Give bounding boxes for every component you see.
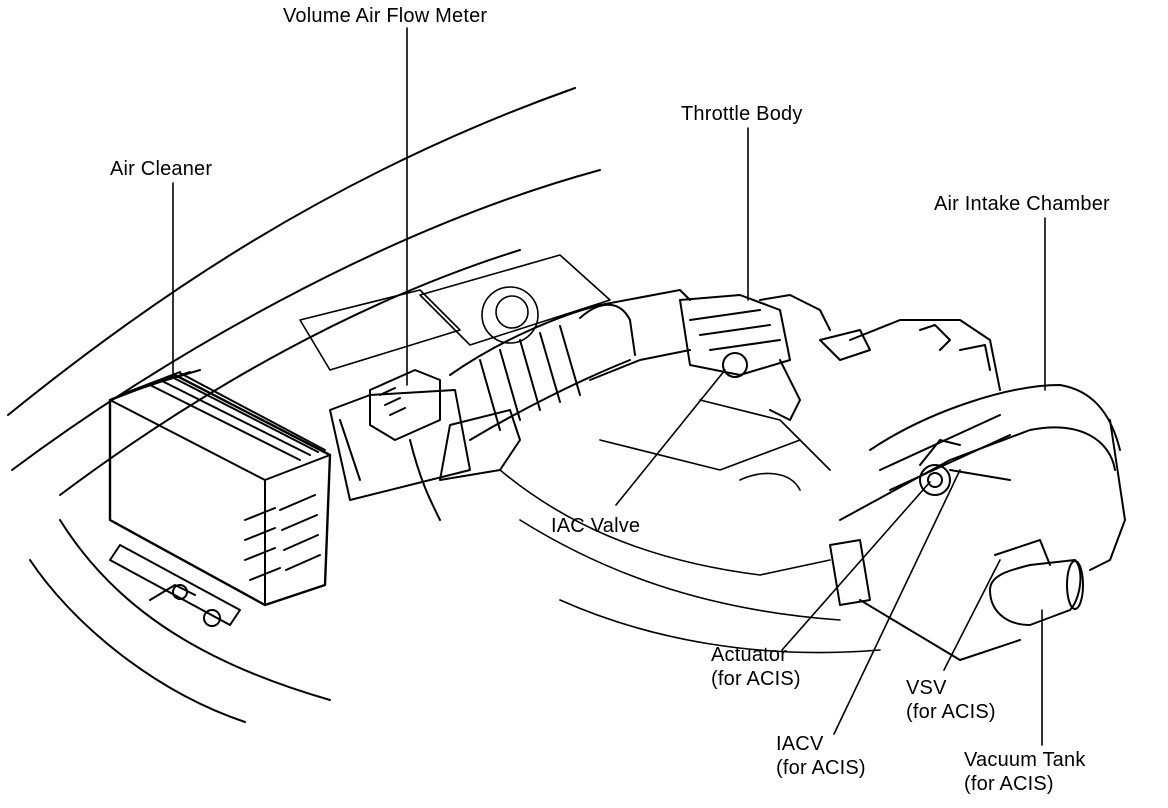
air-flow-meter-body: [369, 369, 521, 481]
label-volume-air-flow-meter: Volume Air Flow Meter: [283, 5, 488, 27]
label-vsv-line2: (for ACIS): [906, 701, 996, 723]
leader-actuator: [781, 481, 931, 651]
intake-duct: [329, 389, 471, 521]
air-cleaner-box: [108, 369, 332, 627]
label-actuator-line1: Actuator: [711, 644, 788, 666]
leader-iacv: [833, 469, 961, 735]
leader-vsv: [943, 559, 1001, 671]
label-actuator: Actuator (for ACIS): [711, 643, 801, 691]
label-vsv: VSV (for ACIS): [906, 676, 996, 724]
label-throttle-body: Throttle Body: [681, 103, 803, 125]
label-actuator-line2: (for ACIS): [711, 668, 801, 690]
leader-lines: [172, 27, 1046, 746]
label-iac-valve: IAC Valve: [551, 515, 641, 537]
label-vacuum-tank: Vacuum Tank (for ACIS): [964, 748, 1086, 796]
label-vacuum-tank-line2: (for ACIS): [964, 773, 1054, 795]
label-vacuum-tank-line1: Vacuum Tank: [964, 749, 1086, 771]
label-iacv-line1: IACV: [776, 733, 824, 755]
corrugated-hose: [449, 289, 691, 441]
throttle-body-assembly: [679, 294, 871, 421]
label-air-intake-chamber: Air Intake Chamber: [934, 193, 1110, 215]
body-contour-lines: [7, 87, 601, 723]
engine-block: [299, 254, 881, 654]
label-vsv-line1: VSV: [906, 677, 947, 699]
label-air-cleaner: Air Cleaner: [110, 158, 213, 180]
acis-components: [919, 439, 1084, 626]
label-iacv: IACV (for ACIS): [776, 732, 866, 780]
label-iacv-line2: (for ACIS): [776, 757, 866, 779]
air-intake-chamber: [829, 319, 1126, 661]
leader-iac-valve: [615, 369, 726, 506]
